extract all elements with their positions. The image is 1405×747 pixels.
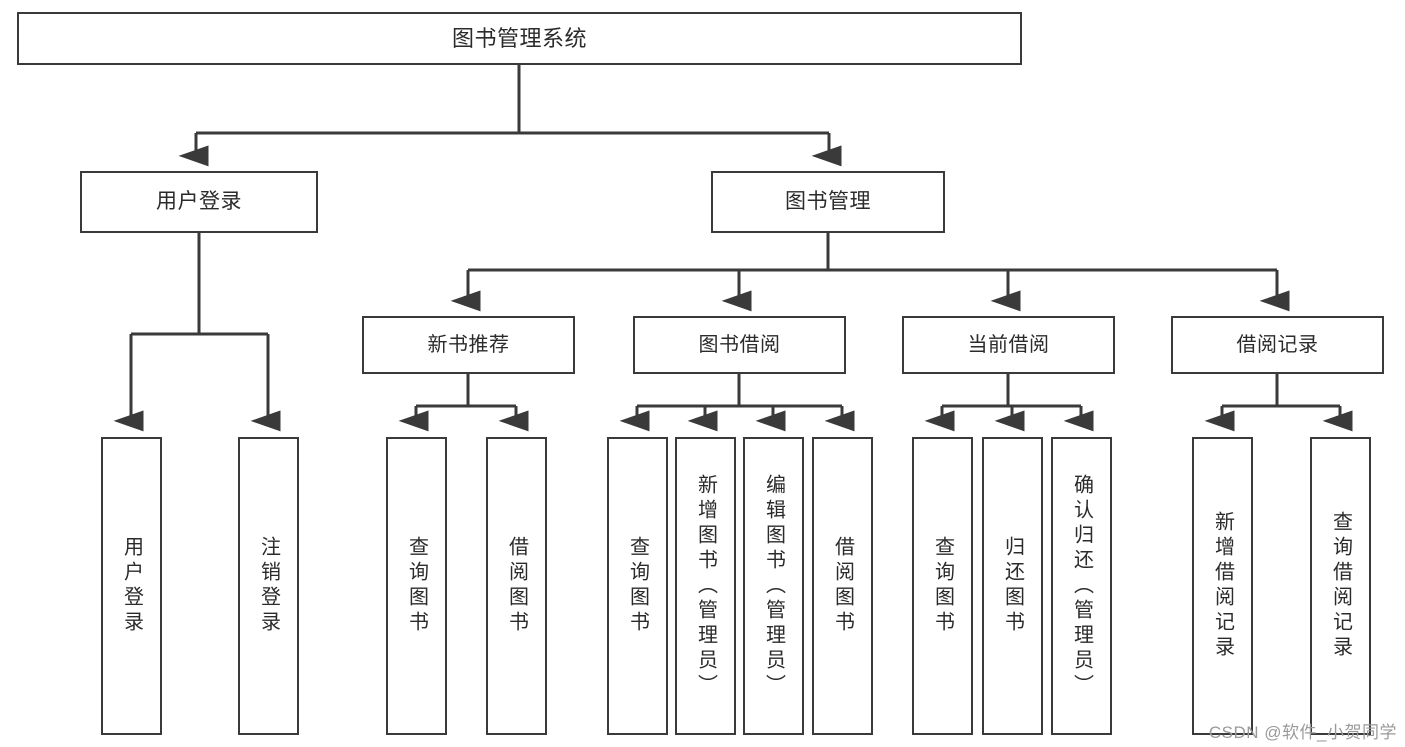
node-user-login[interactable]: 用户登录 bbox=[80, 171, 318, 233]
node-root-system[interactable]: 图书管理系统 bbox=[17, 12, 1022, 65]
node-label: 注销登录 bbox=[257, 536, 280, 636]
leaf-user-login[interactable]: 用户登录 bbox=[101, 437, 162, 735]
leaf-query-book-recommend[interactable]: 查询图书 bbox=[386, 437, 447, 735]
node-label: 用户登录 bbox=[120, 536, 143, 636]
node-label: 借阅记录 bbox=[1236, 333, 1319, 356]
node-label: 查询图书 bbox=[405, 536, 428, 636]
leaf-confirm-return-admin[interactable]: 确认归还（管理员） bbox=[1051, 437, 1112, 735]
leaf-query-book-current[interactable]: 查询图书 bbox=[912, 437, 973, 735]
leaf-query-borrow-record[interactable]: 查询借阅记录 bbox=[1310, 437, 1371, 735]
node-label: 借阅图书 bbox=[831, 536, 854, 636]
node-book-borrow[interactable]: 图书借阅 bbox=[633, 316, 846, 374]
leaf-return-book[interactable]: 归还图书 bbox=[982, 437, 1043, 735]
node-label: 图书借阅 bbox=[698, 333, 781, 356]
node-new-book-recommend[interactable]: 新书推荐 bbox=[362, 316, 575, 374]
node-label: 新增图书（管理员） bbox=[694, 473, 717, 699]
node-label: 当前借阅 bbox=[967, 333, 1050, 356]
leaf-borrow-book[interactable]: 借阅图书 bbox=[812, 437, 873, 735]
node-book-management[interactable]: 图书管理 bbox=[711, 171, 945, 233]
node-current-borrow[interactable]: 当前借阅 bbox=[902, 316, 1115, 374]
leaf-logout[interactable]: 注销登录 bbox=[238, 437, 299, 735]
node-label: 编辑图书（管理员） bbox=[762, 473, 785, 699]
node-label: 查询图书 bbox=[626, 536, 649, 636]
node-label: 图书管理 bbox=[785, 189, 871, 213]
node-label: 查询借阅记录 bbox=[1329, 511, 1352, 661]
leaf-edit-book-admin[interactable]: 编辑图书（管理员） bbox=[743, 437, 804, 735]
node-label: 用户登录 bbox=[156, 189, 242, 213]
leaf-query-book-borrow[interactable]: 查询图书 bbox=[607, 437, 668, 735]
leaf-add-borrow-record[interactable]: 新增借阅记录 bbox=[1192, 437, 1253, 735]
leaf-add-book-admin[interactable]: 新增图书（管理员） bbox=[675, 437, 736, 735]
node-label: 借阅图书 bbox=[505, 536, 528, 636]
node-label: 确认归还（管理员） bbox=[1070, 473, 1093, 699]
node-label: 查询图书 bbox=[931, 536, 954, 636]
node-label: 新增借阅记录 bbox=[1211, 511, 1234, 661]
node-label: 归还图书 bbox=[1001, 536, 1024, 636]
node-label: 新书推荐 bbox=[427, 333, 510, 356]
node-borrow-records[interactable]: 借阅记录 bbox=[1171, 316, 1384, 374]
node-label: 图书管理系统 bbox=[451, 25, 587, 51]
csdn-watermark: CSDN @软件_小贺同学 bbox=[1208, 723, 1397, 742]
leaf-borrow-book-recommend[interactable]: 借阅图书 bbox=[486, 437, 547, 735]
